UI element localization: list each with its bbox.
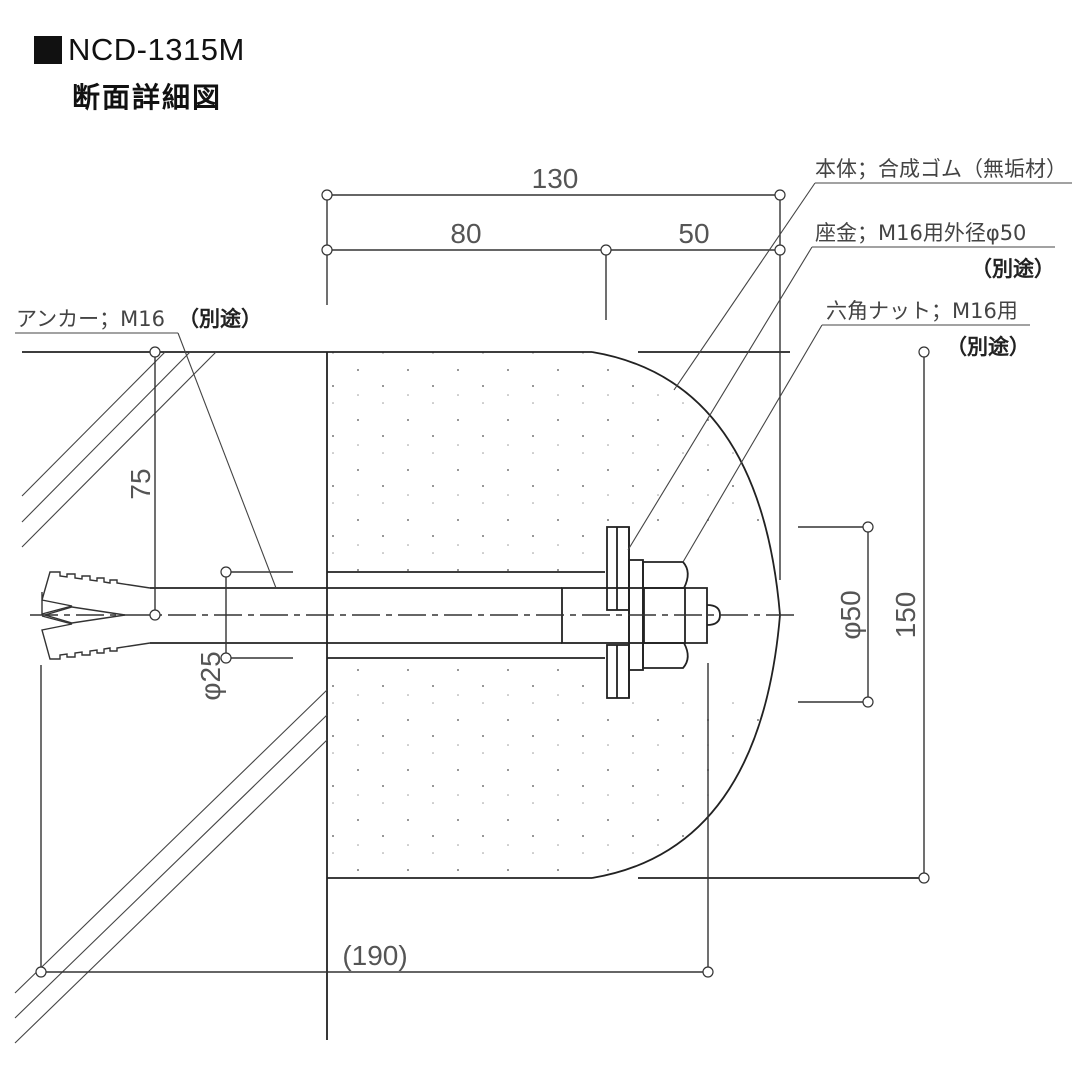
anchor-diameter-dimension: φ25 (195, 566, 293, 701)
wall-surface (22, 351, 925, 1040)
dim-anchor-height: 75 (125, 468, 156, 499)
anchor-height-dimension: 75 (125, 346, 161, 621)
black-square-icon (34, 36, 62, 64)
dim-total-depth: (190) (342, 940, 407, 971)
callout-nut: 六角ナット；M16用 （別途） (682, 299, 1030, 563)
dim-right-segment: 50 (678, 218, 709, 249)
callout-washer: 座金；M16用外径φ50 （別途） (627, 221, 1055, 551)
callout-anchor-text: アンカー；M16 (16, 307, 165, 331)
callout-washer-note: （別途） (971, 257, 1055, 281)
right-dimensions: φ50 150 (707, 346, 930, 972)
callout-anchor: アンカー；M16 （別途） (15, 307, 277, 589)
callout-body-text: 本体；合成ゴム（無垢材） (815, 157, 1067, 181)
callout-washer-text: 座金；M16用外径φ50 (815, 221, 1026, 245)
callout-nut-note: （別途） (946, 335, 1030, 359)
hatch-lines (14, 351, 328, 1044)
model-line: NCD-1315M (34, 30, 245, 70)
top-dimensions: 130 80 50 (321, 163, 786, 580)
drawing-title: 断面詳細図 (72, 81, 223, 114)
callout-anchor-note: （別途） (178, 307, 262, 331)
dim-washer-diameter: φ50 (835, 590, 866, 639)
depth-dimension: (190) (35, 665, 714, 978)
dim-left-segment: 80 (450, 218, 481, 249)
drawing-header: NCD-1315M 断面詳細図 (34, 30, 245, 116)
dim-anchor-diameter: φ25 (195, 651, 226, 700)
callout-nut-text: 六角ナット；M16用 (826, 299, 1018, 323)
dim-overall-width: 130 (532, 163, 579, 194)
callout-body: 本体；合成ゴム（無垢材） (673, 157, 1072, 391)
model-number: NCD-1315M (68, 32, 245, 67)
dim-overall-height: 150 (890, 592, 921, 639)
